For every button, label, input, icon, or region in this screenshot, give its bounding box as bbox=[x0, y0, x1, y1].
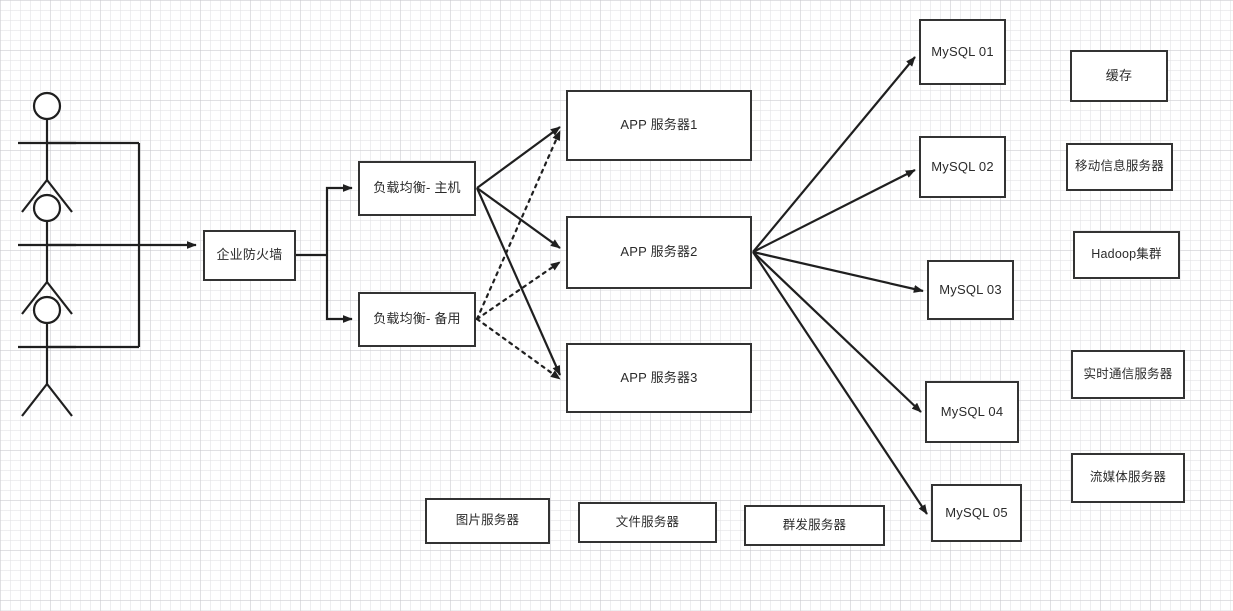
node-realtime-comm-server[interactable]: 实时通信服务器 bbox=[1071, 350, 1185, 399]
node-file-server[interactable]: 文件服务器 bbox=[578, 502, 717, 543]
edge-lbbackup-app3 bbox=[475, 317, 562, 381]
node-broadcast-server[interactable]: 群发服务器 bbox=[744, 505, 885, 546]
node-firewall[interactable]: 企业防火墙 bbox=[203, 230, 296, 281]
actor-1-icon bbox=[18, 91, 76, 213]
node-app3[interactable]: APP 服务器3 bbox=[566, 343, 752, 413]
node-mysql02[interactable]: MySQL 02 bbox=[919, 136, 1006, 198]
edge-app2-mysql01 bbox=[752, 56, 916, 253]
edge-firewall-lb-backup bbox=[325, 255, 353, 323]
node-mysql04[interactable]: MySQL 04 bbox=[925, 381, 1019, 443]
edge-lbmaster-app3 bbox=[475, 187, 562, 376]
node-mobile-info-server[interactable]: 移动信息服务器 bbox=[1066, 143, 1173, 191]
edge-lbbackup-app1 bbox=[475, 129, 562, 321]
node-hadoop-cluster[interactable]: Hadoop集群 bbox=[1073, 231, 1180, 279]
node-app1[interactable]: APP 服务器1 bbox=[566, 90, 752, 161]
actor-3-icon bbox=[18, 295, 76, 417]
node-mysql03[interactable]: MySQL 03 bbox=[927, 260, 1014, 320]
edge-lbbackup-app2 bbox=[475, 260, 562, 321]
node-streaming-server[interactable]: 流媒体服务器 bbox=[1071, 453, 1185, 503]
edge-lbmaster-app1 bbox=[476, 126, 561, 189]
node-lb-master[interactable]: 负载均衡- 主机 bbox=[358, 161, 476, 216]
node-image-server[interactable]: 图片服务器 bbox=[425, 498, 550, 544]
node-cache[interactable]: 缓存 bbox=[1070, 50, 1168, 102]
node-mysql01[interactable]: MySQL 01 bbox=[919, 19, 1006, 85]
edge-app2-mysql05 bbox=[752, 251, 928, 515]
edge-app2-mysql04 bbox=[752, 251, 922, 413]
node-lb-backup[interactable]: 负载均衡- 备用 bbox=[358, 292, 476, 347]
edge-lbmaster-app2 bbox=[476, 187, 561, 249]
node-app2[interactable]: APP 服务器2 bbox=[566, 216, 752, 289]
edge-app2-mysql03 bbox=[752, 250, 924, 293]
edge-app2-mysql02 bbox=[752, 169, 916, 253]
actor-2-icon bbox=[18, 193, 76, 315]
node-mysql05[interactable]: MySQL 05 bbox=[931, 484, 1022, 542]
edge-firewall-lb-master bbox=[325, 184, 353, 255]
